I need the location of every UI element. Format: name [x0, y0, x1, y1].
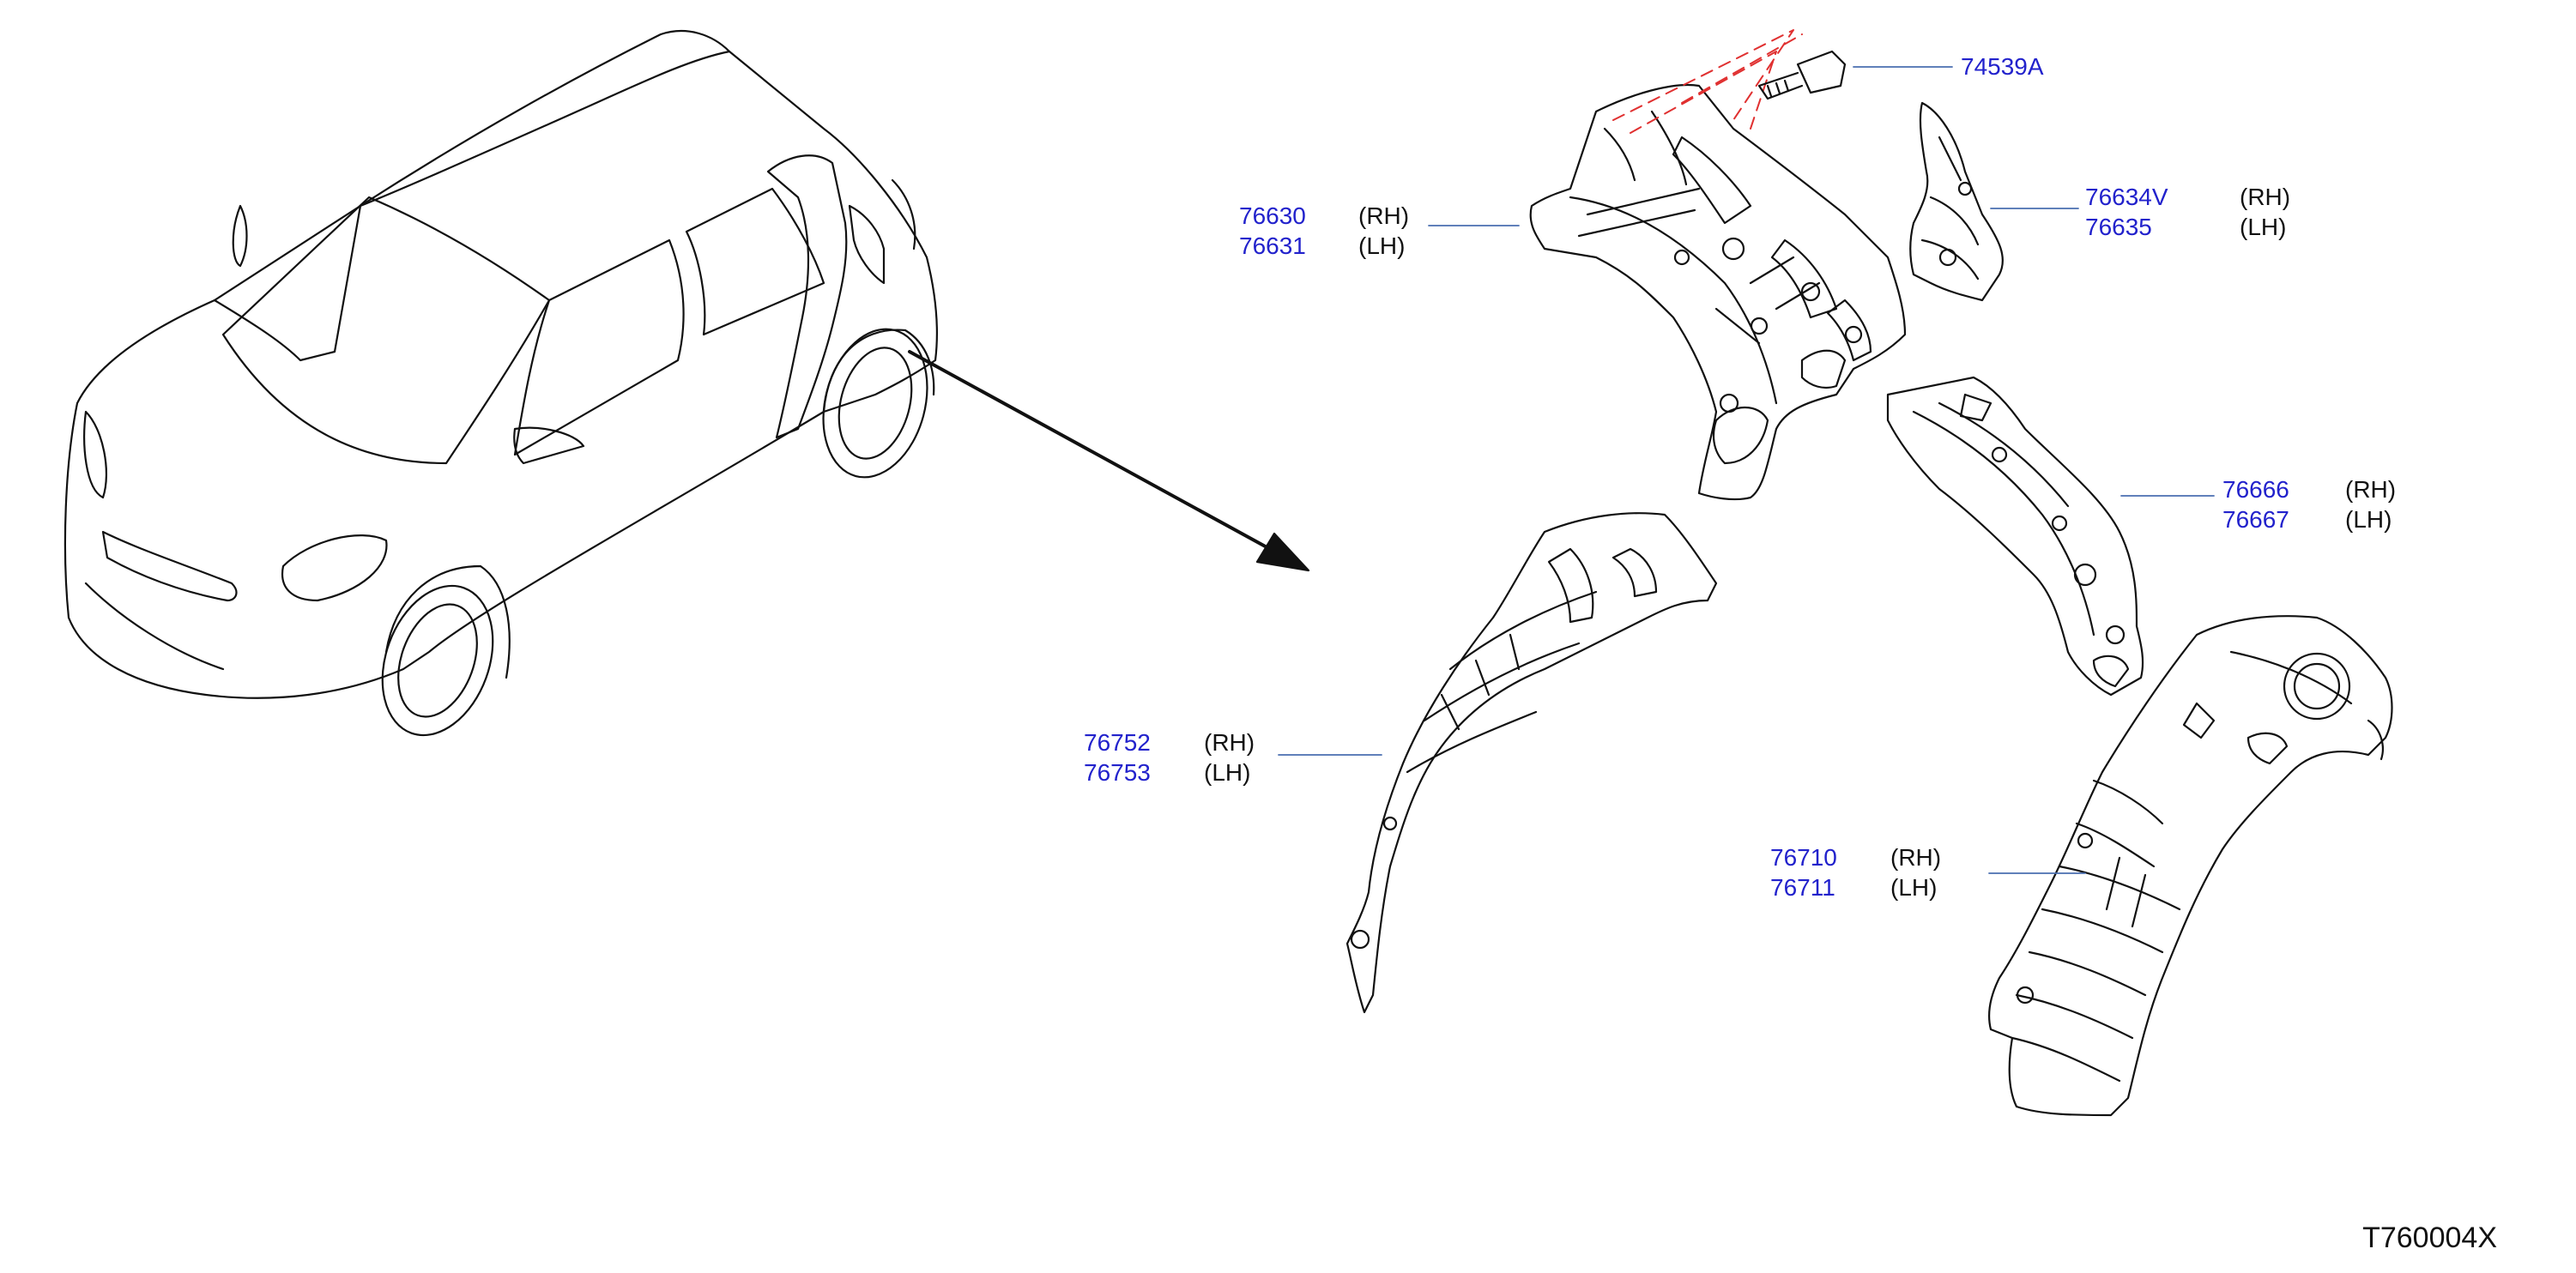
callout-76630-number[interactable]: 76630	[1239, 202, 1306, 229]
callout-76630-side: (RH)	[1358, 202, 1410, 229]
callout-76667-number[interactable]: 76667	[2222, 506, 2289, 533]
part-76752-wheelhouse-inner[interactable]	[1345, 512, 1718, 1014]
callout-76753-side: (LH)	[1204, 759, 1251, 786]
callout-76710-number[interactable]: 76710	[1770, 844, 1837, 871]
callout-76666-side: (RH)	[2345, 476, 2397, 503]
callout-74539A-number[interactable]: 74539A	[1961, 53, 2044, 80]
callout-76631-number[interactable]: 76631	[1239, 232, 1306, 259]
callout-76753-number[interactable]: 76753	[1084, 759, 1151, 786]
car-illustration	[63, 30, 939, 737]
callout-76631-side: (LH)	[1358, 232, 1406, 259]
part-76630-inner-upper-panel[interactable]	[1529, 83, 1907, 501]
callout-76711-side: (LH)	[1890, 874, 1938, 901]
diagram-code: T760004X	[2362, 1222, 2497, 1254]
part-76634V-bracket[interactable]	[1909, 101, 2004, 302]
part-74539A-bolt[interactable]	[1757, 50, 1847, 100]
callout-76711-number[interactable]: 76711	[1770, 874, 1835, 901]
part-76710-wheelhouse-outer[interactable]	[1987, 615, 2393, 1117]
callout-76634V-side: (RH)	[2240, 184, 2291, 210]
callout-76666-number[interactable]: 76666	[2222, 476, 2289, 503]
phantom-dashed-guide	[1612, 29, 1803, 134]
pointer-arrow	[908, 350, 1310, 572]
callout-76634V-number[interactable]: 76634V	[2085, 184, 2168, 210]
callout-76710-side: (RH)	[1890, 844, 1942, 871]
callout-76752-number[interactable]: 76752	[1084, 729, 1151, 756]
callout-76635-side: (LH)	[2240, 214, 2287, 240]
callout-76752-side: (RH)	[1204, 729, 1255, 756]
callout-76667-side: (LH)	[2345, 506, 2392, 533]
callout-76635-number[interactable]: 76635	[2085, 214, 2152, 240]
part-76666-wheelhouse-rear[interactable]	[1886, 376, 2144, 697]
leader-lines	[1278, 66, 2215, 874]
